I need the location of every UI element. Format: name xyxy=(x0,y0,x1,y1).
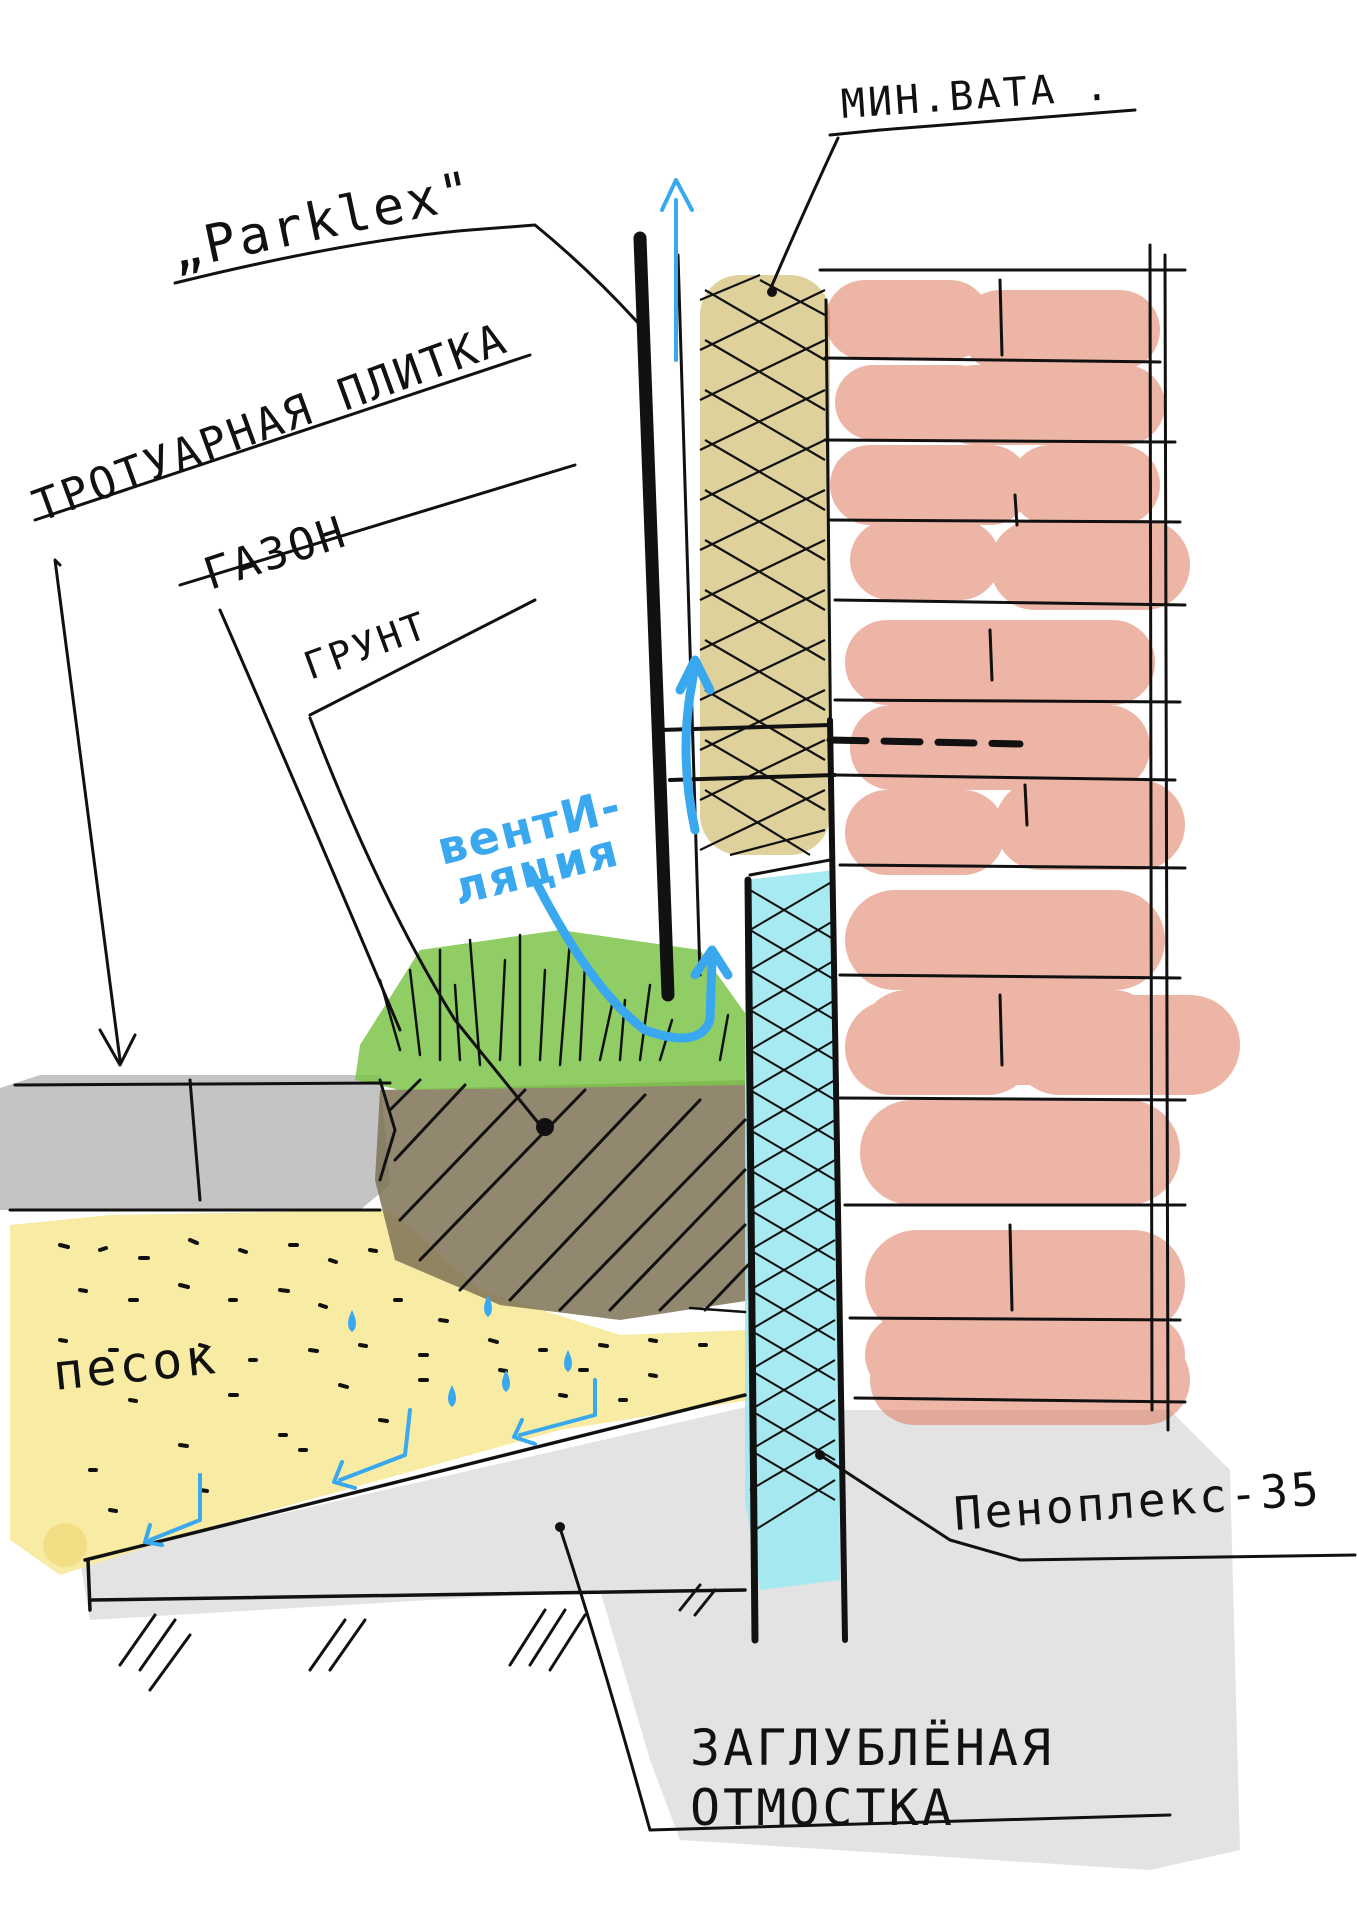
concrete-blind-area-fill xyxy=(80,1405,1240,1870)
leader-lawn xyxy=(178,463,577,1032)
leader-min-vata xyxy=(768,108,1137,292)
sunken-blind-area-label-line1: ЗАГЛУБЛЁНАЯ xyxy=(690,1719,1054,1777)
leader-dots xyxy=(536,287,825,1532)
parklex-label: „Parklex" xyxy=(165,160,479,283)
brick-mortar-lines xyxy=(818,243,1187,1432)
foam-insulation-fill xyxy=(745,870,840,1590)
sunken-blind-area-label-line2: ОТМОСТКА xyxy=(690,1779,955,1837)
sand-layer-fill xyxy=(10,1210,750,1575)
structure-lines xyxy=(658,253,1024,1644)
soil-label: ГРУНТ xyxy=(298,603,435,689)
grass-blades xyxy=(378,933,730,1067)
leader-soil xyxy=(308,598,542,1127)
paving-label: ТРОТУАРНАЯ ПЛИТКА xyxy=(26,313,515,532)
leader-paving xyxy=(33,353,532,1062)
drainage-arrows xyxy=(143,1378,597,1547)
brick-wall xyxy=(825,280,1240,1425)
leader-paving-arrowhead xyxy=(98,1028,137,1067)
soil-hatch xyxy=(388,1078,750,1312)
mineral-wool-fill xyxy=(700,275,830,855)
paving-tile xyxy=(8,1078,397,1212)
leader-penoplex xyxy=(818,1453,1357,1562)
min-vata-label: МИН.ВАТА . xyxy=(839,63,1112,128)
grass-fill xyxy=(355,930,750,1090)
leader-parklex xyxy=(173,223,642,327)
ventilation-arrows xyxy=(525,178,733,1043)
leader-lines xyxy=(33,108,1357,1832)
water-drops xyxy=(348,1295,572,1407)
sand-specks xyxy=(58,1238,708,1513)
ground-hatch xyxy=(118,1583,717,1692)
leader-sunken xyxy=(558,1526,1172,1832)
concrete-blind-area-outline xyxy=(83,1393,747,1612)
parklex-panel xyxy=(633,231,675,1002)
lawn-label: ГАЗОН xyxy=(198,506,354,600)
